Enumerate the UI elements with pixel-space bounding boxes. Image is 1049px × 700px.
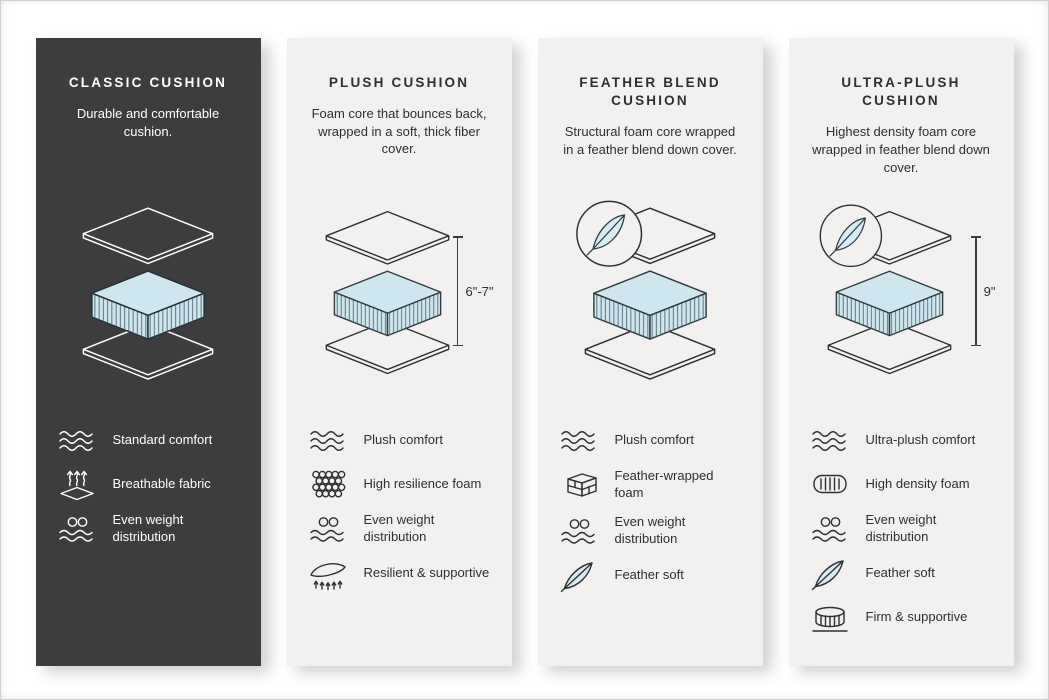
feature-row: Even weight distribution xyxy=(558,514,743,548)
layered-cushion-icon xyxy=(82,206,214,380)
feature-row: Standard comfort xyxy=(56,424,241,456)
wave-icon xyxy=(307,424,349,456)
card-title: ULTRA-PLUSH CUSHION xyxy=(841,75,961,109)
card-title: FEATHER BLEND CUSHION xyxy=(579,75,721,109)
feature-label: Even weight distribution xyxy=(614,513,686,546)
foam-core-layer xyxy=(91,269,205,340)
feature-label: Standard comfort xyxy=(112,431,213,447)
cushion-illustration-area: 9" xyxy=(809,182,996,400)
foam-core-layer xyxy=(593,269,707,340)
card-classic-cushion: CLASSIC CUSHION Durable and comfortable … xyxy=(35,38,261,666)
layered-cushion-icon xyxy=(325,211,449,375)
card-description: Highest density foam core wrapped in fea… xyxy=(812,124,990,175)
firm-supportive-icon xyxy=(809,602,851,634)
feature-label: Feather-wrapped foam xyxy=(614,468,714,500)
wave-icon xyxy=(558,424,600,456)
feature-row: Even weight distribution xyxy=(809,512,994,546)
spring-icon xyxy=(307,558,349,590)
feature-label: Breathable fabric xyxy=(112,475,211,491)
measure-line xyxy=(453,236,462,346)
feature-row: Ultra-plush comfort xyxy=(809,424,994,456)
feature-row: Firm & supportive xyxy=(809,602,994,634)
feature-label: Even weight distribution xyxy=(112,512,184,544)
top-layer xyxy=(82,206,214,264)
foam-core-layer xyxy=(835,270,943,337)
density-foam-icon xyxy=(809,468,851,500)
cushion-illustration-area: 6"-7" xyxy=(307,182,494,400)
feature-row: Plush comfort xyxy=(558,424,743,456)
feature-label: Resilient & supportive xyxy=(363,565,490,581)
bottom-layer xyxy=(584,322,716,380)
wave-icon xyxy=(809,424,851,456)
feature-row: Feather-wrapped foam xyxy=(558,468,743,502)
wave-icon xyxy=(56,424,98,456)
cushion-illustration-area xyxy=(558,182,743,400)
resilience-foam-icon xyxy=(307,468,349,500)
feature-row: High resilience foam xyxy=(307,468,492,500)
feature-list: Plush comfort Feather-wrapped foam Even … xyxy=(558,424,743,592)
height-measurement: 9" xyxy=(972,236,996,346)
bottom-layer xyxy=(82,322,214,380)
feature-row: Resilient & supportive xyxy=(307,558,492,590)
feature-label: Firm & supportive xyxy=(865,609,968,625)
feature-row: Even weight distribution xyxy=(307,512,492,546)
feature-list: Ultra-plush comfort High density foam Ev… xyxy=(809,424,994,634)
height-measurement: 6"-7" xyxy=(453,236,494,346)
feature-row: Feather soft xyxy=(809,558,994,590)
bottom-layer xyxy=(827,320,951,375)
feature-label: Feather soft xyxy=(614,567,684,583)
feature-label: Feather soft xyxy=(865,565,935,581)
feather-badge xyxy=(576,200,643,267)
feature-label: Plush comfort xyxy=(614,431,694,447)
card-plush-cushion: PLUSH CUSHION Foam core that bounces bac… xyxy=(286,38,512,666)
even-weight-icon xyxy=(809,513,851,545)
feature-list: Plush comfort High resilience foam xyxy=(307,424,492,590)
card-description: Durable and comfortable cushion. xyxy=(76,106,220,139)
bottom-layer xyxy=(325,320,449,375)
breathable-fabric-icon xyxy=(56,468,98,501)
layered-cushion-icon xyxy=(576,200,716,380)
feature-label: High resilience foam xyxy=(363,475,482,491)
cushion-illustration-area xyxy=(56,182,241,400)
foam-core-layer xyxy=(333,270,441,337)
card-description: Foam core that bounces back, wrapped in … xyxy=(311,106,487,157)
feather-badge xyxy=(819,204,882,268)
feature-row: Plush comfort xyxy=(307,424,492,456)
even-weight-icon xyxy=(307,513,349,545)
feather-wrapped-foam-icon xyxy=(558,469,600,501)
feature-label: High density foam xyxy=(865,475,970,491)
feature-label: Plush comfort xyxy=(363,431,443,447)
card-title: PLUSH CUSHION xyxy=(328,75,470,90)
feature-label: Even weight distribution xyxy=(363,512,435,544)
measure-label: 6"-7" xyxy=(465,283,494,299)
top-layer xyxy=(325,211,449,266)
feather-icon xyxy=(809,558,851,590)
feature-row: Even weight distribution xyxy=(56,512,241,546)
feature-list: Standard comfort Breathable fabric Even … xyxy=(56,424,241,546)
card-header: CLASSIC CUSHION Durable and comfortable … xyxy=(56,70,241,182)
layered-cushion-icon xyxy=(819,204,951,375)
card-header: FEATHER BLEND CUSHION Structural foam co… xyxy=(558,70,743,182)
feature-label: Even weight distribution xyxy=(865,512,937,544)
feature-row: High density foam xyxy=(809,468,994,500)
even-weight-icon xyxy=(558,515,600,547)
feature-row: Breathable fabric xyxy=(56,468,241,501)
feature-label: Ultra-plush comfort xyxy=(865,431,976,447)
feature-row: Feather soft xyxy=(558,560,743,592)
card-header: PLUSH CUSHION Foam core that bounces bac… xyxy=(307,70,492,182)
even-weight-icon xyxy=(56,513,98,545)
card-description: Structural foam core wrapped in a feathe… xyxy=(563,124,737,157)
measure-line xyxy=(972,236,980,346)
card-ultra-plush-cushion: ULTRA-PLUSH CUSHION Highest density foam… xyxy=(788,38,1014,666)
card-header: ULTRA-PLUSH CUSHION Highest density foam… xyxy=(809,70,994,182)
card-feather-blend-cushion: FEATHER BLEND CUSHION Structural foam co… xyxy=(537,38,763,666)
measure-label: 9" xyxy=(983,283,996,299)
feather-icon xyxy=(558,560,600,592)
card-title: CLASSIC CUSHION xyxy=(68,75,228,90)
